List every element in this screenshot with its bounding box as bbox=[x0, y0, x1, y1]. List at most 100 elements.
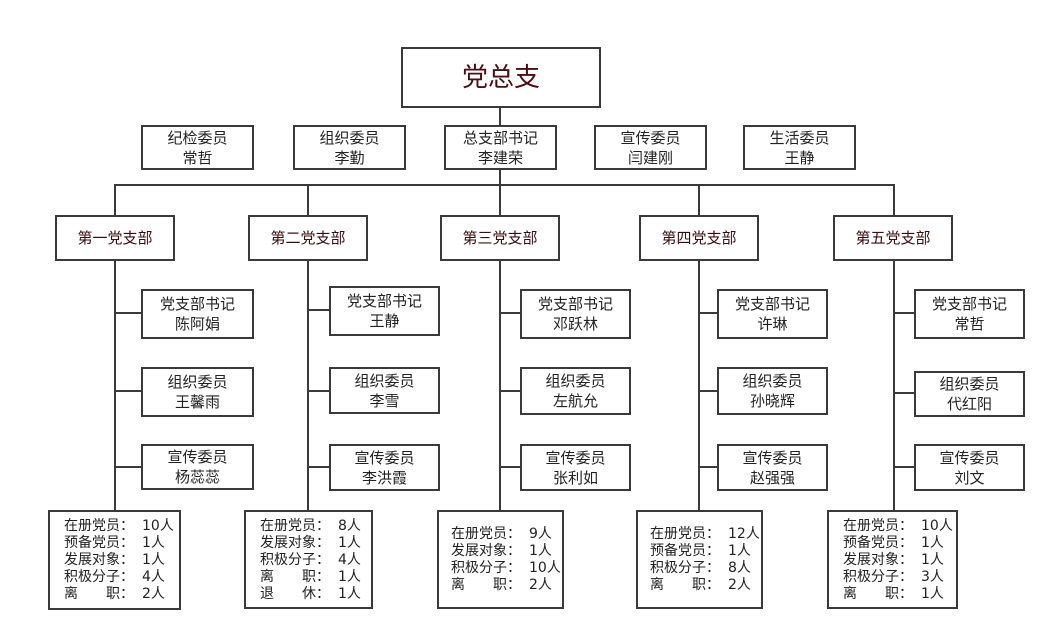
committee-node: 纪检委员 常哲 bbox=[141, 125, 254, 170]
member-connector bbox=[307, 466, 330, 468]
stat-label: 离 职： bbox=[64, 586, 134, 602]
member-name: 代红阳 bbox=[946, 395, 992, 413]
member-name: 左航允 bbox=[552, 392, 598, 410]
member-connector bbox=[698, 390, 718, 392]
branch-stats: 在册党员：10人 预备党员：1人 发展对象：1人 积极分子：3人 离 职：1人 bbox=[827, 510, 958, 609]
member-name: 刘文 bbox=[954, 468, 985, 487]
stat-value: 10人 bbox=[142, 518, 174, 534]
committee-node: 生活委员 王静 bbox=[743, 125, 856, 170]
branch-name: 第二党支部 bbox=[270, 229, 346, 247]
committee-title: 宣传委员 bbox=[620, 128, 681, 147]
member-title: 党支部书记 bbox=[159, 295, 235, 313]
stat-label: 发展对象： bbox=[260, 535, 330, 551]
member-name: 常哲 bbox=[954, 315, 985, 333]
branch-node: 第三党支部 bbox=[440, 215, 560, 261]
member-title: 宣传委员 bbox=[939, 448, 1000, 467]
stat-row: 在册党员：9人 bbox=[451, 526, 562, 543]
committee-name: 常哲 bbox=[182, 148, 213, 167]
stat-label: 在册党员： bbox=[451, 526, 521, 542]
member-connector bbox=[114, 466, 142, 468]
member-connector bbox=[499, 390, 521, 392]
stat-row: 预备党员：1人 bbox=[650, 543, 761, 560]
branch-stats: 在册党员：9人 发展对象：1人 积极分子：10人 离 职：2人 bbox=[437, 510, 564, 609]
member-title: 宣传委员 bbox=[545, 448, 606, 467]
member-title: 宣传委员 bbox=[742, 448, 803, 467]
branch-node: 第四党支部 bbox=[639, 215, 759, 261]
member-connector bbox=[698, 312, 718, 314]
stat-row: 积极分子：10人 bbox=[451, 560, 562, 577]
member-name: 邓跃林 bbox=[552, 315, 598, 333]
stat-label: 积极分子： bbox=[64, 569, 134, 585]
root-title: 党总支 bbox=[461, 62, 540, 93]
member-title: 党支部书记 bbox=[931, 295, 1007, 313]
stat-value: 1人 bbox=[728, 543, 751, 559]
stat-value: 12人 bbox=[728, 526, 760, 542]
stat-value: 1人 bbox=[921, 535, 944, 551]
member-name: 李洪霞 bbox=[361, 468, 407, 487]
member-node: 宣传委员 张利如 bbox=[520, 444, 631, 491]
branch-drop-line bbox=[114, 184, 116, 216]
stat-value: 4人 bbox=[338, 552, 361, 568]
member-connector bbox=[114, 312, 142, 314]
stat-value: 1人 bbox=[142, 552, 165, 568]
stat-label: 在册党员： bbox=[260, 518, 330, 534]
branch-name: 第一党支部 bbox=[77, 229, 153, 247]
stat-row: 在册党员： 10人 bbox=[64, 518, 179, 535]
committee-title: 纪检委员 bbox=[167, 128, 228, 147]
stat-value: 1人 bbox=[338, 535, 361, 551]
member-title: 组织委员 bbox=[545, 372, 606, 390]
branch-bus-line bbox=[114, 184, 895, 186]
branch-drop-line bbox=[499, 184, 501, 216]
stat-label: 离 职： bbox=[843, 586, 913, 602]
stat-row: 离 职：2人 bbox=[451, 577, 562, 594]
stat-label: 积极分子： bbox=[260, 552, 330, 568]
branch-drop-line bbox=[893, 184, 895, 216]
member-title: 组织委员 bbox=[354, 371, 415, 390]
stat-label: 离 职： bbox=[451, 577, 521, 593]
branch-node: 第五党支部 bbox=[833, 215, 953, 261]
stat-label: 发展对象： bbox=[843, 552, 913, 568]
committee-name: 李勤 bbox=[334, 148, 365, 167]
member-title: 宣传委员 bbox=[167, 448, 228, 466]
branch-node: 第一党支部 bbox=[55, 215, 175, 261]
stat-label: 积极分子： bbox=[843, 569, 913, 585]
stat-row: 退 休：1人 bbox=[260, 586, 371, 603]
member-name: 许琳 bbox=[757, 315, 788, 333]
committee-node: 总支部书记 李建荣 bbox=[444, 125, 557, 170]
branch-name: 第三党支部 bbox=[462, 229, 538, 247]
member-node: 党支部书记 常哲 bbox=[914, 289, 1025, 339]
stat-row: 发展对象：1人 bbox=[843, 552, 956, 569]
stat-row: 积极分子：4人 bbox=[64, 569, 179, 586]
stat-row: 离 职：2人 bbox=[650, 577, 761, 594]
member-name: 陈阿娟 bbox=[174, 315, 220, 333]
member-name: 孙晓辉 bbox=[749, 392, 795, 410]
member-connector bbox=[893, 392, 915, 394]
stat-label: 在册党员： bbox=[64, 518, 134, 534]
member-connector bbox=[893, 312, 915, 314]
member-connector bbox=[499, 312, 521, 314]
stat-label: 离 职： bbox=[650, 577, 720, 593]
branch-stats: 在册党员：8人 发展对象：1人 积极分子：4人 离 职：1人 退 休：1人 bbox=[244, 510, 373, 609]
member-node: 宣传委员 刘文 bbox=[914, 444, 1025, 491]
stat-label: 在册党员： bbox=[650, 526, 720, 542]
member-name: 王馨雨 bbox=[174, 393, 220, 411]
member-connector bbox=[893, 466, 915, 468]
committee-node: 宣传委员 闫建刚 bbox=[594, 125, 707, 170]
stat-row: 在册党员： 8人 bbox=[260, 518, 371, 535]
member-title: 党支部书记 bbox=[734, 295, 810, 313]
stat-value: 8人 bbox=[338, 518, 361, 534]
member-connector bbox=[499, 466, 521, 468]
committee-name: 李建荣 bbox=[477, 148, 523, 167]
stat-row: 积极分子： 4人 bbox=[260, 552, 371, 569]
member-node: 组织委员 代红阳 bbox=[914, 371, 1025, 417]
branch-drop-line bbox=[698, 184, 700, 216]
stat-label: 在册党员： bbox=[843, 518, 913, 534]
stat-value: 10人 bbox=[529, 560, 561, 576]
member-title: 组织委员 bbox=[742, 372, 803, 390]
member-name: 张利如 bbox=[552, 468, 598, 487]
committee-node: 组织委员 李勤 bbox=[293, 125, 406, 170]
committee-name: 闫建刚 bbox=[627, 148, 673, 167]
stat-label: 离 职： bbox=[260, 569, 330, 585]
branch-name: 第五党支部 bbox=[855, 229, 931, 247]
stat-label: 积极分子： bbox=[650, 560, 720, 576]
